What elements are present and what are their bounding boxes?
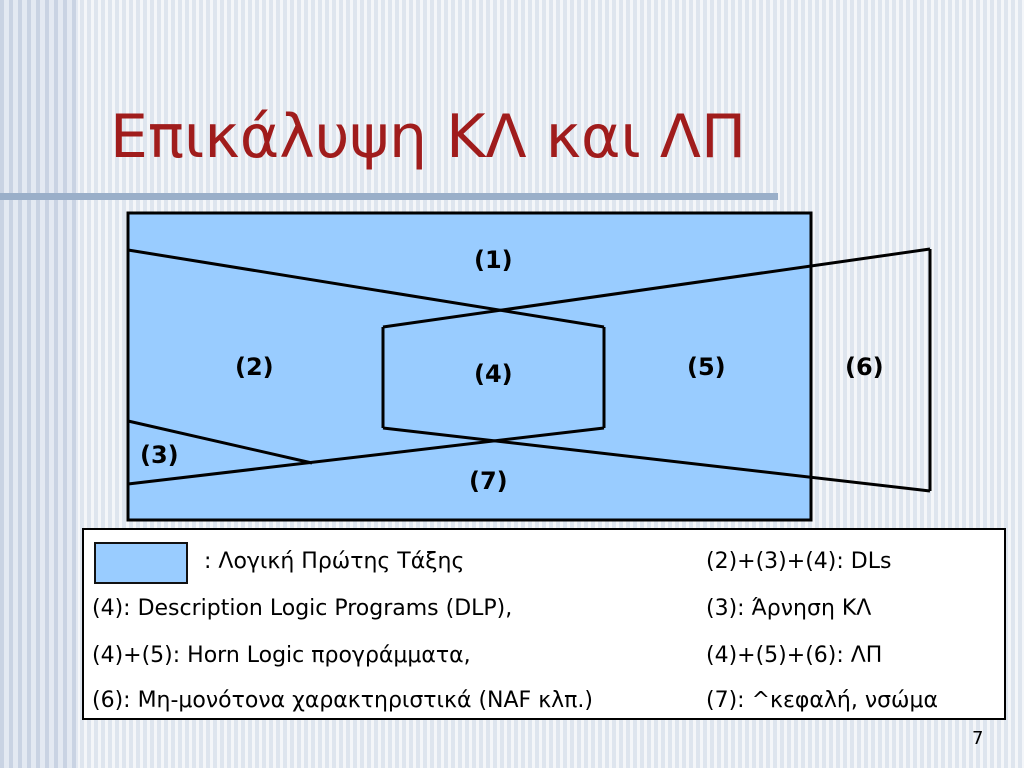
region-3-label: (3) [140, 441, 179, 469]
legend-swatch-label: : Λογική Πρώτης Τάξης [204, 549, 465, 574]
lp-upper-boundary [382, 247, 931, 329]
fol-rectangle [126, 211, 813, 522]
legend-left-item: (4)+(5): Horn Logic προγράμματα, [92, 643, 471, 668]
legend-left-item: (6): Μη-μονότονα χαρακτηριστικά (NAF κλπ… [92, 688, 594, 713]
negation-boundary [127, 419, 313, 465]
legend-left-item: (4): Description Logic Programs (DLP), [92, 596, 513, 621]
region-4-label: (4) [474, 360, 513, 388]
region-1-label: (1) [474, 246, 513, 274]
page-number: 7 [972, 728, 984, 749]
fol-color-swatch [94, 542, 188, 584]
region-5-label: (5) [687, 353, 726, 381]
dl-lower-boundary [127, 426, 605, 486]
lp-lower-boundary [382, 426, 931, 493]
slide-title: Επικάλυψη ΚΛ και ΛΠ [110, 102, 747, 172]
legend-right-item: (2)+(3)+(4): DLs [706, 549, 892, 574]
title-divider [0, 193, 778, 200]
legend-right-item: (4)+(5)+(6): ΛΠ [706, 643, 883, 668]
dl-upper-boundary [127, 248, 605, 329]
left-decorative-stripes [0, 0, 78, 768]
legend-box: : Λογική Πρώτης Τάξης (4): Description L… [82, 528, 1006, 720]
region-2-label: (2) [235, 353, 274, 381]
legend-right-item: (7): ^κεφαλή, νσώμα [706, 688, 938, 713]
region-6-label: (6) [845, 353, 884, 381]
legend-right-item: (3): Άρνηση ΚΛ [706, 596, 872, 621]
region-7-label: (7) [469, 467, 508, 495]
